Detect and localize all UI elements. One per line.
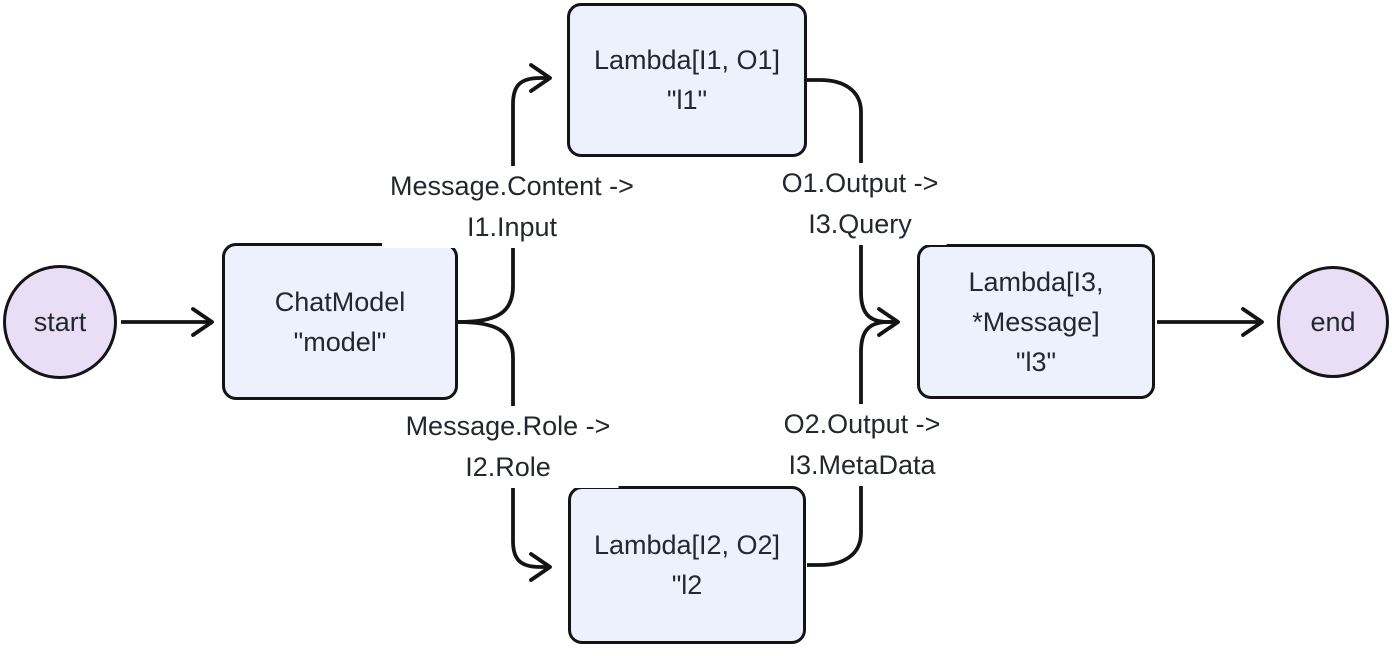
edge-l2-to-l3 bbox=[807, 320, 894, 567]
node-chatmodel-label: ChatModel "model" bbox=[274, 286, 406, 357]
node-lambda-l3-label: Lambda[I3, *Message] "l3" bbox=[968, 266, 1104, 377]
edge-label-l2-to-l3: O2.Output -> I3.MetaData bbox=[775, 404, 949, 486]
node-start-label: start bbox=[33, 307, 87, 337]
node-lambda-l1: Lambda[I1, O1] "l1" bbox=[567, 3, 807, 157]
node-lambda-l3: Lambda[I3, *Message] "l3" bbox=[917, 244, 1155, 399]
node-lambda-l2: Lambda[I2, O2] "l2 bbox=[568, 486, 806, 644]
node-end-label: end bbox=[1310, 307, 1356, 337]
node-start: start bbox=[3, 265, 117, 379]
edge-label-l1-to-l3: O1.Output -> I3.Query bbox=[773, 163, 947, 245]
edge-model-to-l1 bbox=[457, 63, 552, 324]
node-end: end bbox=[1277, 266, 1389, 378]
node-chatmodel: ChatModel "model" bbox=[222, 243, 458, 400]
node-lambda-l1-label: Lambda[I1, O1] "l1" bbox=[593, 45, 781, 115]
edge-l1-to-l3 bbox=[807, 78, 900, 337]
edge-label-model-to-l2: Message.Role -> I2.Role bbox=[397, 406, 619, 488]
edge-model-to-l2 bbox=[457, 320, 552, 582]
edge-label-model-to-l1: Message.Content -> I1.Input bbox=[382, 166, 642, 248]
node-lambda-l2-label: Lambda[I2, O2] "l2 bbox=[593, 530, 781, 600]
